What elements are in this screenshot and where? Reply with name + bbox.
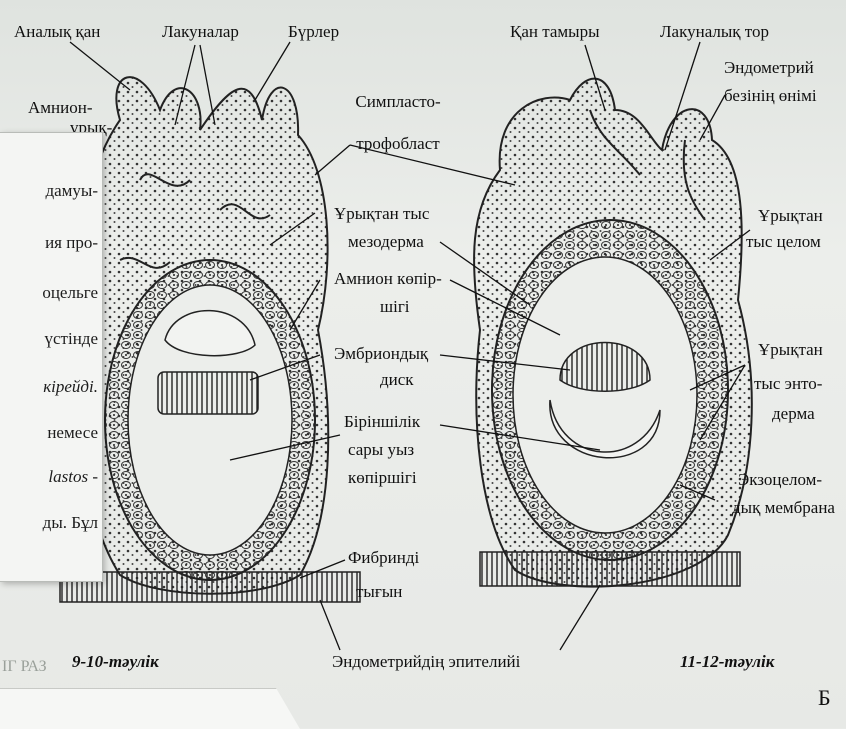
label-amnion-line1: Амнион-	[28, 98, 93, 118]
excerpt-line: дамуы-	[45, 181, 98, 201]
label-extra-endo-1: Ұрықтан	[758, 340, 823, 360]
label-amnion-vesicle-1: Амнион көпір-	[334, 269, 442, 289]
label-buds: Бүрлер	[288, 22, 339, 42]
left-embryo-section	[81, 77, 328, 594]
label-symplasto-2: трофобласт	[348, 134, 448, 154]
excerpt-line: оцельге	[42, 283, 98, 303]
panel-letter: Б	[818, 688, 831, 708]
label-amnion-vesicle-2: шігі	[380, 297, 410, 317]
label-extra-meso-1: Ұрықтан тыс	[334, 204, 429, 224]
label-lacunae: Лакуналар	[162, 22, 239, 42]
label-endometrium-epithelium: Эндометрийдің эпителийі	[332, 652, 520, 672]
label-embryo-disc-1: Эмбриондық	[334, 344, 428, 364]
label-maternal-blood: Аналық қан	[14, 22, 100, 42]
right-epithelium	[480, 552, 740, 586]
label-yolk-2: сары уыз	[348, 440, 414, 460]
label-extra-meso-2: мезодерма	[348, 232, 424, 252]
excerpt-line: ды. Бұл	[43, 513, 98, 533]
right-embryo-section	[474, 79, 752, 587]
label-extra-coelom-1: Ұрықтан	[758, 206, 823, 226]
label-yolk-3: көпіршігі	[348, 468, 417, 488]
label-extra-coelom-2: тыс целом	[746, 232, 821, 252]
caption-left-days: 9-10-тәулік	[72, 652, 159, 672]
overlapping-text-excerpt: дамуы- ия про- оцельге үстінде кірейді. …	[0, 132, 103, 582]
label-endo-gland-2: безінің өнімі	[724, 86, 817, 106]
label-fibrin-1: Фибринді	[348, 548, 419, 568]
label-embryo-disc-2: диск	[380, 370, 414, 390]
faint-background-text: ІГ РАЗ	[2, 658, 47, 676]
label-lacunar-net: Лакуналық тор	[660, 22, 769, 42]
label-extra-endo-3: дерма	[772, 404, 815, 424]
left-epithelium	[60, 572, 360, 602]
label-fibrin-2: тығын	[356, 582, 402, 602]
excerpt-line: кірейді.	[43, 377, 98, 397]
label-yolk-1: Біріншілік	[344, 412, 420, 432]
label-exocoelom-2: дық мембрана	[732, 498, 835, 518]
label-symplasto-1: Симпласто-	[348, 92, 448, 112]
excerpt-line: ия про-	[45, 233, 98, 253]
label-blood-vessels: Қан тамыры	[510, 22, 600, 42]
caption-right-days: 11-12-тәулік	[680, 652, 774, 672]
excerpt-line: немесе	[47, 423, 98, 443]
label-exocoelom-1: Экзоцелом-	[738, 470, 822, 490]
bottom-overlay-card	[0, 688, 300, 729]
excerpt-line: үстінде	[45, 329, 99, 349]
excerpt-line: lastos -	[48, 467, 98, 487]
label-extra-endo-2: тыс энто-	[754, 374, 822, 394]
label-endo-gland-1: Эндометрий	[724, 58, 814, 78]
